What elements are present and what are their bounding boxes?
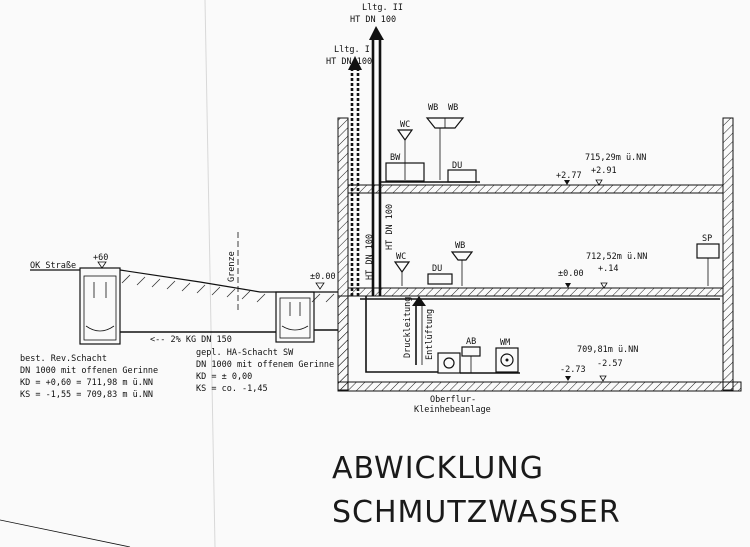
riser-2-arrow [369, 26, 384, 40]
lifting-unit-symbol [437, 352, 461, 374]
upper-floor-fixtures [380, 117, 603, 186]
du-upper-label: DU [452, 161, 462, 171]
boundary-zero-label: ±0.00 [310, 272, 336, 282]
du-ground-label: DU [432, 264, 442, 274]
building-section [337, 117, 742, 392]
oberflur-label-1: Oberflur- [430, 395, 476, 405]
upper-floor-slab [347, 184, 724, 194]
shower-upper-symbol [447, 169, 477, 183]
existing-manhole [79, 267, 121, 345]
basement-rel-2: -2.57 [597, 359, 623, 369]
riser-lines [348, 26, 384, 360]
wb-upper-symbol [425, 117, 465, 129]
riser-1-arrow [348, 56, 362, 70]
ground-rel-2: +.14 [598, 264, 618, 274]
upper-rel-2: +2.91 [591, 166, 617, 176]
wc-ground-symbol [393, 261, 411, 274]
terrain [30, 232, 338, 345]
existing-manhole-note-4: KS = -1,55 = 709,83 m ü.NN [20, 390, 153, 400]
riser-2-label-2: HT DN 100 [350, 15, 396, 25]
oberflur-label-2: Kleinhebeanlage [414, 405, 491, 415]
riser-1-label-2: HT DN 100 [326, 57, 372, 67]
fold-line [204, 0, 216, 547]
basement-left-wall [337, 295, 349, 383]
upper-rel-1: +2.77 [556, 171, 582, 181]
planned-manhole-note-2: DN 1000 mit offenem Gerinne [196, 360, 334, 370]
ok-strasse-label: OK Straße [30, 261, 76, 271]
druckleitung-label: Druckleitung [403, 297, 413, 358]
washing-machine-symbol [495, 347, 519, 373]
existing-manhole-note-2: DN 1000 mit offenen Gerinne [20, 366, 158, 376]
wc-ground-label: WC [396, 252, 406, 262]
planned-manhole-note-1: gepl. HA-Schacht SW [196, 348, 294, 358]
riser-2-label-1: Lltg. II [362, 3, 403, 13]
sink-symbol [696, 243, 720, 259]
riser-1-label-1: Lltg. I [334, 45, 370, 55]
basement-slab [337, 381, 742, 392]
basement-rel-1: -2.73 [560, 365, 586, 375]
existing-manhole-note-1: best. Rev.Schacht [20, 354, 107, 364]
basement-equipment [365, 296, 607, 382]
grenze-label: Grenze [227, 251, 237, 282]
pressure-line-arrow [412, 296, 426, 306]
labels: Lltg. II HT DN 100 Lltg. I HT DN 100 WC … [20, 3, 712, 530]
wm-label: WM [500, 338, 510, 348]
vertical-ht-label-2: HT DN 100 [385, 204, 395, 250]
level-ground-label: 712,52m ü.NN [586, 252, 647, 262]
title-line-1: ABWICKLUNG [332, 451, 544, 486]
ab-label: AB [466, 337, 476, 347]
ab-symbol [461, 346, 481, 357]
entlueftung-label: Entlüftung [425, 309, 435, 360]
wc-upper-label: WC [400, 120, 410, 130]
planned-manhole [275, 291, 315, 343]
street-plus-label: +60 [93, 253, 108, 263]
ground-rel-1: ±0.00 [558, 269, 584, 279]
bw-label: BW [390, 153, 401, 163]
corner-line [0, 519, 131, 547]
wb-ground-symbol [450, 251, 474, 261]
title-line-2: SCHMUTZWASSER [332, 495, 621, 530]
sp-label: SP [702, 234, 712, 244]
wb-upper-label-2: WB [448, 103, 458, 113]
level-upper-label: 715,29m ü.NN [585, 153, 646, 163]
ground-floor-slab [347, 287, 724, 297]
vertical-ht-label-1: HT DN 100 [365, 234, 375, 280]
planned-manhole-note-4: KS = co. -1,45 [196, 384, 268, 394]
bathtub-symbol [385, 162, 425, 182]
wc-upper-symbol [396, 129, 414, 142]
wb-upper-label-1: WB [428, 103, 438, 113]
planned-manhole-note-3: KD = ± 0,00 [196, 372, 252, 382]
wb-ground-label: WB [455, 241, 465, 251]
shower-ground-symbol [427, 273, 453, 285]
pipe-slope-label: <-- 2% KG DN 150 [150, 335, 232, 345]
existing-manhole-note-3: KD = +0,60 = 711,98 m ü.NN [20, 378, 153, 388]
level-basement-label: 709,81m ü.NN [577, 345, 638, 355]
building-right-wall [722, 117, 734, 391]
